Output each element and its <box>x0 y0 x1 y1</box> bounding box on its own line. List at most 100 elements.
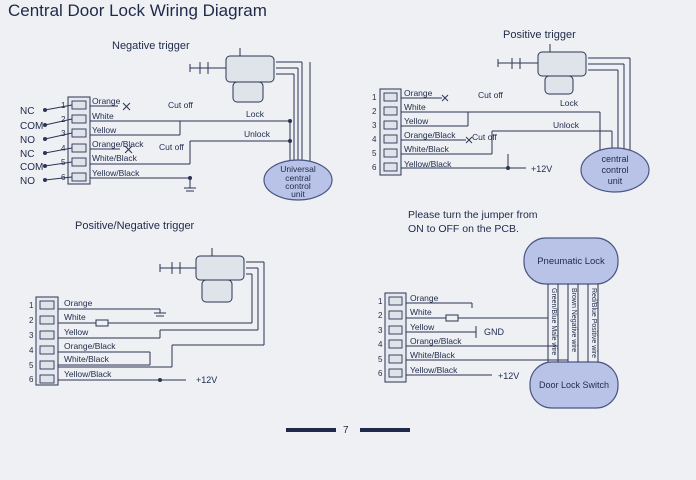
positive-wire-3: Yellow <box>404 116 429 126</box>
pneumatic-lock-unit <box>523 237 619 285</box>
positive-wire-2: White <box>404 102 426 112</box>
posneg-wire-4: Orange/Black <box>64 341 116 351</box>
door-lock-switch-unit <box>529 361 619 409</box>
positive-voltage: +12V <box>531 164 552 174</box>
posneg-wire-5: White/Black <box>64 354 110 364</box>
pneumatic-pin-5 <box>388 354 403 364</box>
positive-wire-1: Orange <box>404 88 433 98</box>
posneg-pin-5 <box>39 360 55 370</box>
jumper-note-line-1: Please turn the jumper from <box>408 209 538 221</box>
negative-pin-num-5: 5 <box>61 158 66 167</box>
posneg-trigger-title: Positive/Negative trigger <box>75 220 195 232</box>
negative-pin-1 <box>71 100 87 110</box>
posneg-wire-1: Orange <box>64 298 93 308</box>
pneumatic-pin-num-1: 1 <box>378 297 383 306</box>
positive-pin-4 <box>383 134 398 144</box>
posneg-pin-num-2: 2 <box>29 316 34 325</box>
pneumatic-pin-num-6: 6 <box>378 369 383 378</box>
negative-wire-5: White/Black <box>92 153 138 163</box>
door-lock-switch-label: Door Lock Switch <box>539 380 609 390</box>
posneg-trigger-diagram: Positive/Negative trigger 1 2 3 4 5 6 Or… <box>29 220 265 386</box>
pneumatic-wire-3: Yellow <box>410 322 435 332</box>
negative-unlock: Unlock <box>244 129 271 139</box>
page-number: 7 <box>343 425 349 436</box>
negative-wire-4: Orange/Black <box>92 139 144 149</box>
posneg-pin-num-1: 1 <box>29 301 34 310</box>
posneg-actuator-icon <box>159 248 245 303</box>
positive-wire-6: Yellow/Black <box>404 159 452 169</box>
negative-cutoff-2: Cut off <box>159 142 185 152</box>
positive-wire-4: Orange/Black <box>404 130 456 140</box>
pneumatic-vertical-3: Red/Blue Positive wire <box>590 288 597 358</box>
page-title: Central Door Lock Wiring Diagram <box>8 1 267 20</box>
negative-lock: Lock <box>246 109 265 119</box>
footer-bar-left <box>286 428 336 432</box>
posneg-pin-num-6: 6 <box>29 375 34 384</box>
positive-unit-line-2: control <box>601 165 628 175</box>
posneg-wire-3: Yellow <box>64 327 89 337</box>
negative-pin-3 <box>71 128 87 138</box>
negative-wire-6: Yellow/Black <box>92 168 140 178</box>
pneumatic-pin-num-4: 4 <box>378 340 383 349</box>
positive-trigger-diagram: Positive trigger 1 2 3 4 5 6 Orange Whit… <box>372 29 650 193</box>
pneumatic-voltage: +12V <box>498 371 519 381</box>
posneg-pin-6 <box>39 374 55 384</box>
pneumatic-gnd: GND <box>484 327 505 337</box>
positive-trigger-title: Positive trigger <box>503 29 576 41</box>
positive-pin-num-4: 4 <box>372 135 377 144</box>
negative-unit-line-1: Universal <box>280 164 316 174</box>
pneumatic-vertical-1: Green/Blue Male wire <box>550 288 557 355</box>
negative-label-4: NC <box>20 149 34 160</box>
posneg-pin-1 <box>39 300 55 310</box>
pneumatic-pin-num-5: 5 <box>378 355 383 364</box>
pneumatic-lock-diagram: Please turn the jumper from ON to OFF on… <box>378 209 619 409</box>
negative-label-5: COM <box>20 162 43 173</box>
posneg-voltage: +12V <box>196 375 217 385</box>
posneg-connector <box>35 296 59 386</box>
negative-trigger-diagram: Negative trigger NC COM NO NC COM NO <box>20 40 333 201</box>
positive-pin-num-1: 1 <box>372 93 377 102</box>
posneg-pin-3 <box>39 330 55 340</box>
pneumatic-lock-label: Pneumatic Lock <box>537 256 605 267</box>
positive-wire-5: White/Black <box>404 144 450 154</box>
negative-pin-5 <box>71 157 87 167</box>
posneg-pin-num-3: 3 <box>29 331 34 340</box>
positive-actuator-icon <box>497 44 587 95</box>
negative-cutoff-1: Cut off <box>168 100 194 110</box>
negative-pin-num-1: 1 <box>61 101 66 110</box>
negative-wire-3: Yellow <box>92 125 117 135</box>
positive-pin-num-6: 6 <box>372 163 377 172</box>
positive-pin-6 <box>383 162 398 172</box>
positive-unit-line-3: unit <box>608 176 623 186</box>
negative-label-3: NO <box>20 135 35 146</box>
posneg-wire-6: Yellow/Black <box>64 369 112 379</box>
pneumatic-wire-1: Orange <box>410 293 439 303</box>
negative-label-2: COM <box>20 121 43 132</box>
pneumatic-wire-4: Orange/Black <box>410 336 462 346</box>
pneumatic-wire-2: White <box>410 307 432 317</box>
positive-pin-5 <box>383 148 398 158</box>
positive-pin-2 <box>383 106 398 116</box>
posneg-pin-num-5: 5 <box>29 361 34 370</box>
positive-pin-num-5: 5 <box>372 149 377 158</box>
positive-lock: Lock <box>560 98 579 108</box>
negative-control-unit <box>263 159 333 201</box>
posneg-pin-4 <box>39 345 55 355</box>
posneg-pin-num-4: 4 <box>29 346 34 355</box>
negative-unit-line-3: control <box>285 181 311 191</box>
negative-connector <box>67 96 91 185</box>
posneg-wire-2: White <box>64 312 86 322</box>
positive-unit-line-1: central <box>601 154 628 164</box>
jumper-note-line-2: ON to OFF on the PCB. <box>408 223 519 235</box>
negative-pin-num-6: 6 <box>61 173 66 182</box>
negative-label-6: NO <box>20 176 35 187</box>
positive-pin-1 <box>383 92 398 102</box>
negative-trigger-title: Negative trigger <box>112 40 190 52</box>
positive-cutoff-2: Cut off <box>472 132 498 142</box>
pneumatic-pin-num-2: 2 <box>378 311 383 320</box>
negative-wire-2: White <box>92 111 114 121</box>
pneumatic-wire-5: White/Black <box>410 350 456 360</box>
footer-bar-right <box>360 428 410 432</box>
